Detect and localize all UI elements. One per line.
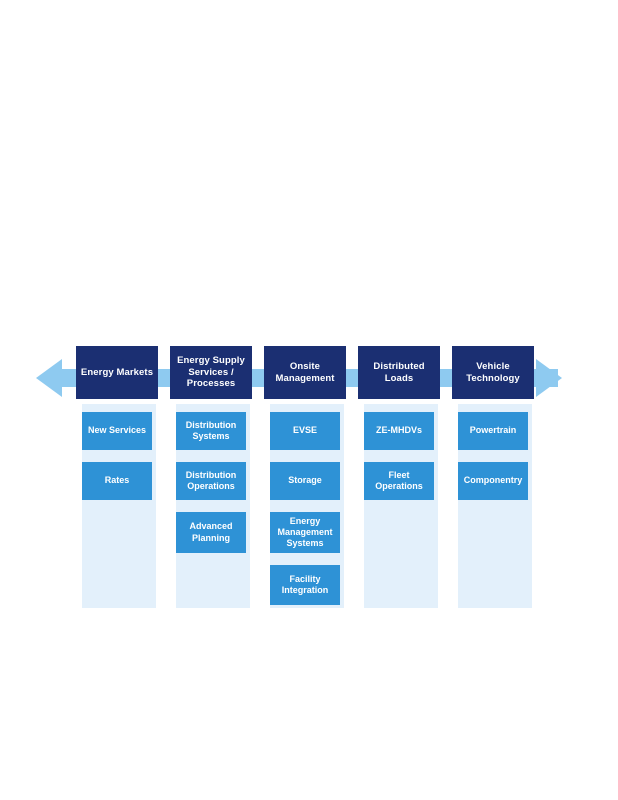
item-distribution-operations[interactable]: Distribution Operations bbox=[176, 462, 246, 500]
column-energy-markets: Energy Markets New Services Rates bbox=[76, 346, 158, 512]
column-items-energy-markets: New Services Rates bbox=[82, 412, 152, 500]
column-items-energy-supply-services: Distribution Systems Distribution Operat… bbox=[176, 412, 246, 553]
item-advanced-planning[interactable]: Advanced Planning bbox=[176, 512, 246, 553]
column-items-onsite-management: EVSE Storage Energy Management Systems F… bbox=[270, 412, 340, 605]
item-rates[interactable]: Rates bbox=[82, 462, 152, 500]
item-distribution-systems[interactable]: Distribution Systems bbox=[176, 412, 246, 450]
item-facility-integration[interactable]: Facility Integration bbox=[270, 565, 340, 605]
column-onsite-management: Onsite Management EVSE Storage Energy Ma… bbox=[264, 346, 346, 617]
item-evse[interactable]: EVSE bbox=[270, 412, 340, 450]
column-header-distributed-loads[interactable]: Distributed Loads bbox=[358, 346, 440, 399]
column-header-energy-supply-services[interactable]: Energy Supply Services / Processes bbox=[170, 346, 252, 399]
left-arrow-icon bbox=[36, 359, 62, 397]
item-powertrain[interactable]: Powertrain bbox=[458, 412, 528, 450]
right-arrow-icon bbox=[536, 359, 562, 397]
column-energy-supply-services: Energy Supply Services / Processes Distr… bbox=[170, 346, 252, 565]
column-items-distributed-loads: ZE-MHDVs Fleet Operations bbox=[364, 412, 434, 500]
column-items-vehicle-technology: Powertrain Componentry bbox=[458, 412, 528, 500]
item-new-services[interactable]: New Services bbox=[82, 412, 152, 450]
item-energy-management-systems[interactable]: Energy Management Systems bbox=[270, 512, 340, 553]
column-distributed-loads: Distributed Loads ZE-MHDVs Fleet Operati… bbox=[358, 346, 440, 512]
column-header-onsite-management[interactable]: Onsite Management bbox=[264, 346, 346, 399]
column-header-vehicle-technology[interactable]: Vehicle Technology bbox=[452, 346, 534, 399]
column-vehicle-technology: Vehicle Technology Powertrain Componentr… bbox=[452, 346, 534, 512]
item-storage[interactable]: Storage bbox=[270, 462, 340, 500]
item-ze-mhdvs[interactable]: ZE-MHDVs bbox=[364, 412, 434, 450]
item-componentry[interactable]: Componentry bbox=[458, 462, 528, 500]
item-fleet-operations[interactable]: Fleet Operations bbox=[364, 462, 434, 500]
column-header-energy-markets[interactable]: Energy Markets bbox=[76, 346, 158, 399]
